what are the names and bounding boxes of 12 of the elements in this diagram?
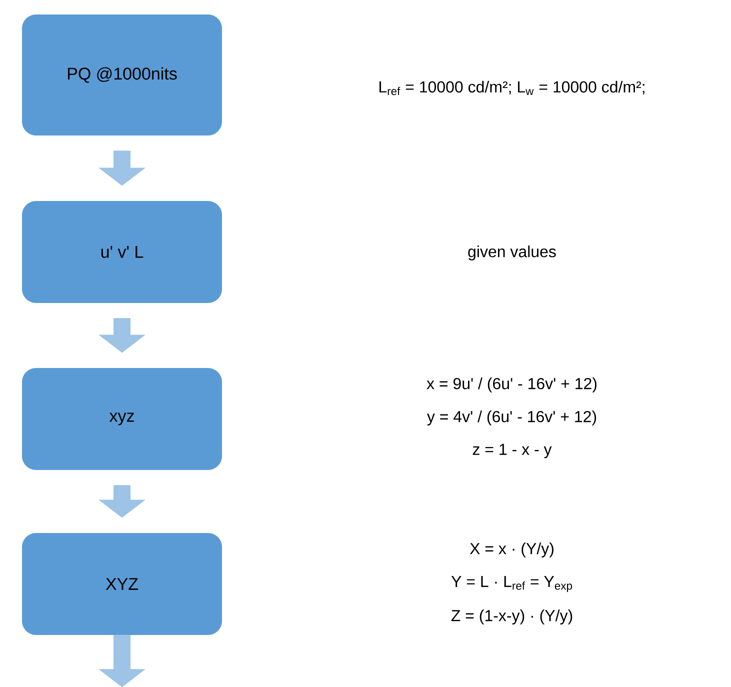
process-box: XYZ [22, 532, 222, 635]
formula-text: L$_{ref}$ = 10000 cd/m²; L$_{w}$ = 10000 cd/m²; [380, 80, 644, 96]
process-box: PQ @1000nits [22, 14, 222, 136]
formula-text: Y = L · L$_{ref}$ = Y$_{exp}$ [451, 576, 572, 592]
process-box: xyz [22, 368, 222, 470]
formula-text: X = x · (Y/y) [470, 542, 554, 558]
formula-text: z = 1 - x - y [472, 444, 552, 458]
formula-text: given values [468, 246, 556, 260]
formula-text: y = 4v' / (6u' - 16v' + 12) [426, 410, 596, 426]
formula-text: x = 9u' / (6u' - 16v' + 12) [426, 378, 596, 392]
process-box: u' v' L [22, 200, 222, 303]
formula-text: Z = (1-x-y) · (Y/y) [451, 610, 572, 624]
